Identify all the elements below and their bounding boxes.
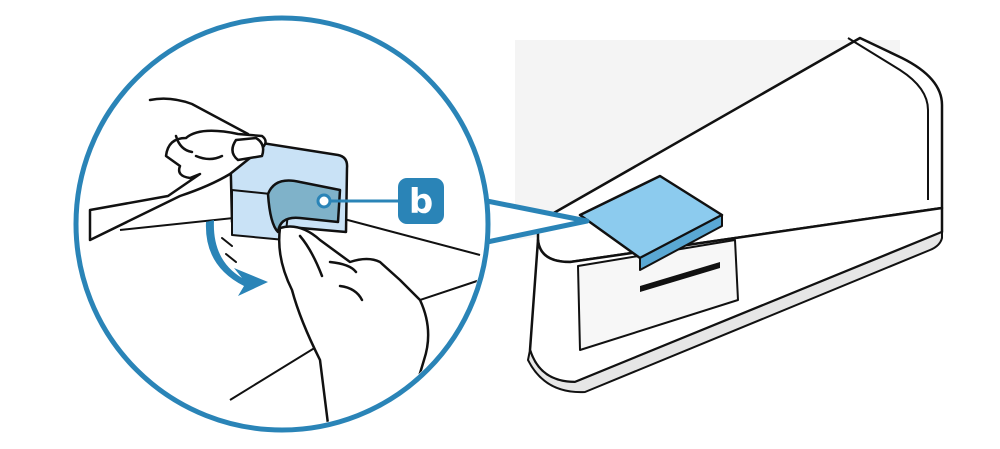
device-base-band [527,231,943,394]
magnified-detail-circle [73,15,491,433]
left-hand-fingers [148,97,250,161]
device-front-panel [577,239,739,351]
detail-peeled-film [266,179,342,234]
callout-b-group: b [316,178,444,224]
label-b-text: b [409,182,433,222]
device-top-edge [847,37,929,200]
device-film-front-edge [639,214,723,271]
arrow-motion-lines [221,237,237,263]
left-hand-thumb [231,136,265,162]
curved-arrow-peel-direction [205,220,268,296]
right-hand [277,225,430,427]
right-hand-fingers [298,234,364,302]
device-illustration [515,36,944,394]
card-slot [640,262,720,292]
detail-circle-border [73,15,491,433]
callout-leader-dot [316,193,332,209]
label-b-badge [398,178,444,224]
left-hand [88,129,267,242]
